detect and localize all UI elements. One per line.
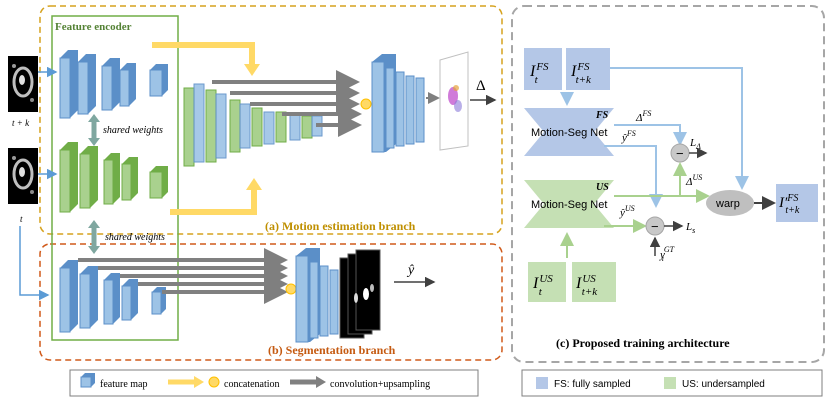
encoder-top-stack — [59, 50, 168, 119]
net-fs — [524, 108, 614, 156]
input-fs-tk-box — [566, 48, 610, 90]
delta-fs-arrow — [614, 124, 687, 146]
concat-arrow-bottom — [170, 186, 257, 215]
net-fs-label: Motion-Seg Net — [531, 127, 607, 139]
net-us-label: Motion-Seg Net — [531, 199, 607, 211]
legend-conv-up: convolution+upsampling — [330, 379, 430, 390]
seg-head-stack — [295, 248, 339, 343]
y-us-label: ŷUS — [619, 204, 635, 219]
seg-skip-arrows — [78, 248, 288, 304]
warp-node — [706, 190, 754, 216]
legend-right: FS: fully sampled US: undersampled — [521, 369, 823, 397]
motion-skip-arrows — [212, 70, 362, 137]
concat-node-motion — [360, 98, 372, 110]
minus-sign-delta: − — [676, 146, 684, 161]
warp-label: warp — [715, 198, 740, 210]
seg-branch-title: (b) Segmentation branch — [268, 343, 396, 357]
net-fs-tag: FS — [595, 110, 609, 121]
output-box — [776, 184, 818, 222]
seg-mask-output — [339, 249, 381, 339]
motion-field-output — [439, 51, 469, 151]
legend-us: US: undersampled — [682, 379, 765, 390]
shared-weights-label-2: shared weights — [105, 232, 165, 243]
fs-tk-to-warp-arrow — [610, 67, 749, 190]
l-s-label: Ls — [685, 221, 695, 235]
y-fs-arrow — [604, 145, 663, 208]
input-us-t-box — [528, 262, 566, 302]
motion-branch-title: (a) Motion estimation branch — [265, 219, 416, 233]
input-frame-t-plus-k — [8, 56, 38, 112]
segmentation-branch-box — [39, 243, 503, 361]
l-delta-label: LΔ — [689, 137, 701, 151]
shared-weights-label-1: shared weights — [103, 125, 163, 136]
legend-fs: FS: fully sampled — [554, 379, 631, 390]
frame-bottom-label: t — [20, 214, 23, 224]
input-fs-t-box — [524, 48, 562, 90]
motion-branch-box — [39, 5, 503, 235]
concat-arrow-top — [152, 42, 255, 68]
feature-encoder-title: Feature encoder — [55, 21, 132, 33]
training-architecture-title: (c) Proposed training architecture — [556, 336, 730, 350]
training-architecture-panel — [511, 5, 825, 363]
legend-left: feature map concatenation convolution+up… — [69, 369, 479, 397]
legend-feature-map: feature map — [100, 379, 147, 390]
delta-fs-label: ΔFS — [635, 109, 651, 124]
net-us-tag: US — [596, 182, 609, 193]
input-us-tk-box — [572, 262, 616, 302]
y-fs-label: ŷFS — [621, 129, 636, 144]
input-frame-t — [8, 148, 38, 204]
motion-output-delta: Δ — [476, 78, 486, 94]
encoder-bottom-stack — [59, 260, 166, 333]
motion-decoder-stack — [183, 83, 323, 167]
concat-node-seg — [285, 283, 297, 295]
motion-head-stack — [371, 54, 425, 153]
encoder-mid-stack — [59, 142, 168, 213]
delta-us-label: ΔUS — [685, 173, 702, 188]
legend-concatenation: concatenation — [224, 379, 280, 390]
minus-sign-seg: − — [651, 219, 659, 234]
net-us — [524, 180, 614, 228]
input-arrow-bottom — [19, 226, 50, 301]
seg-output-yhat: ŷ — [406, 263, 415, 278]
frame-top-label: t + k — [12, 118, 30, 128]
